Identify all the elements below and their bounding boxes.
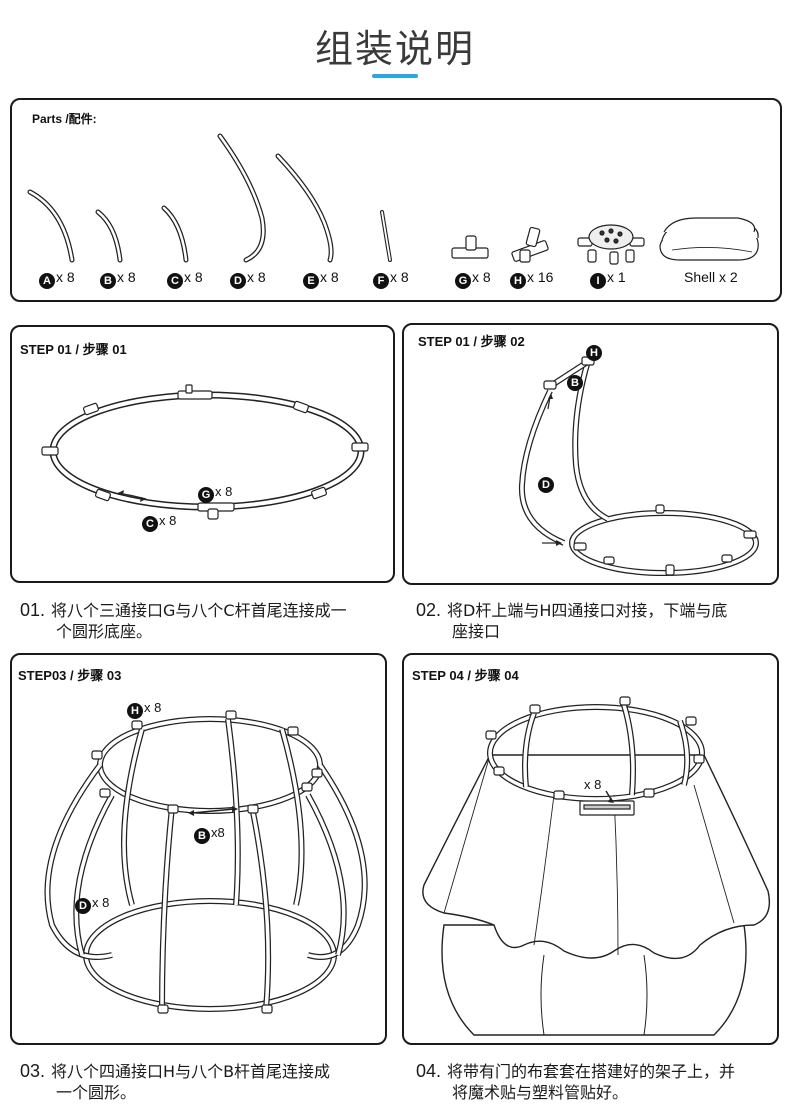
step-2-illustration: [518, 356, 759, 576]
step-3-panel: STEP03 / 步骤 03: [10, 653, 387, 1045]
step-1-caption: 01.将八个三通接口G与八个C杆首尾连接成一 个圆形底座。: [20, 600, 347, 641]
title-underline: [372, 74, 418, 78]
step-2-caption: 02.将D杆上端与H四通接口对接，下端与底 座接口: [416, 600, 728, 641]
step-4-caption: 04.将带有门的布套套在搭建好的架子上，并 将魔术贴与塑料管贴好。: [416, 1061, 736, 1102]
part-label-shell: Shell x 2: [684, 269, 738, 285]
step-4-mark-velcro: x 8: [584, 777, 602, 792]
step-2-panel: STEP 01 / 步骤 02 H B D: [402, 323, 779, 585]
step-3-label: STEP03 / 步骤 03: [18, 668, 122, 683]
page-title: 组装说明: [314, 27, 475, 71]
step-2-mark-h: H: [586, 342, 603, 361]
step-3-illustration: [44, 710, 368, 1014]
step-2-mark-b: B: [567, 372, 584, 391]
step-4-label: STEP 04 / 步骤 04: [412, 668, 519, 683]
step-3-caption: 03.将八个四通接口H与八个B杆首尾连接成 一个圆形。: [20, 1061, 331, 1102]
step-4-panel: STEP 04 / 步骤 04: [402, 653, 779, 1045]
step-2-mark-d: D: [538, 474, 555, 493]
tee-connector-icon: [451, 235, 489, 259]
parts-header: Parts /配件:: [32, 112, 97, 126]
parts-illustration: [27, 133, 759, 265]
step-1-label: STEP 01 / 步骤 01: [20, 342, 127, 357]
shell-icon: [659, 217, 759, 261]
step-1-illustration: [41, 384, 369, 520]
step-4-illustration: [422, 696, 771, 1036]
hub-connector-icon: [577, 224, 645, 265]
parts-panel: Parts /配件:: [10, 98, 782, 302]
cross-connector-icon: [511, 226, 549, 263]
step-2-label: STEP 01 / 步骤 02: [418, 334, 525, 349]
